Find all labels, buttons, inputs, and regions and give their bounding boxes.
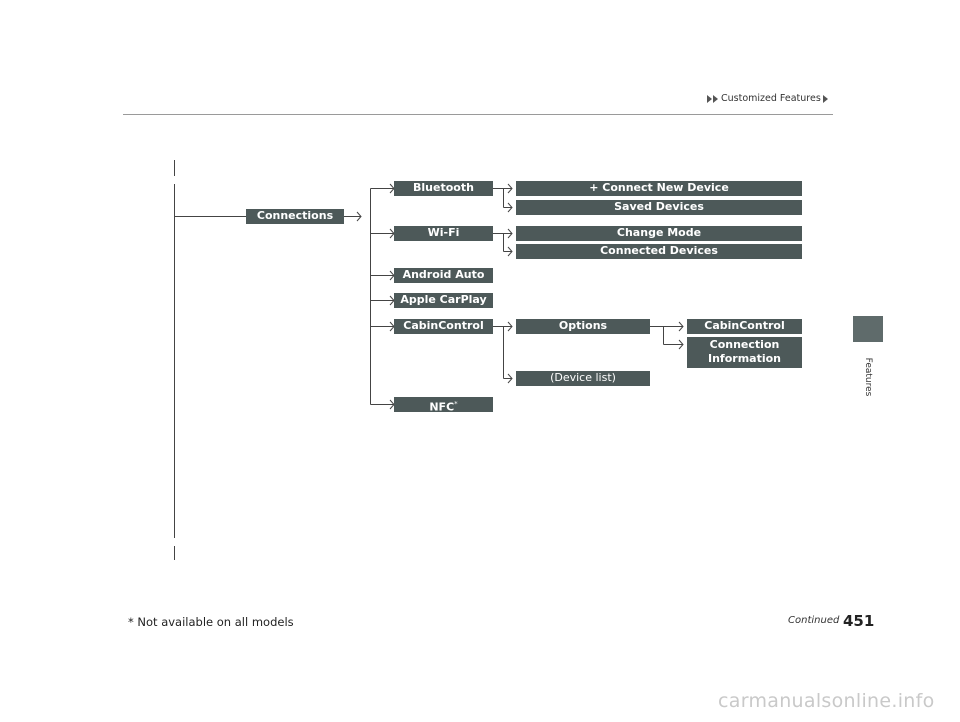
menu-node-change-mode: Change Mode	[516, 226, 802, 241]
menu-node-options: Options	[516, 319, 650, 334]
menu-node-wifi: Wi-Fi	[394, 226, 493, 241]
menu-node-apple-carplay: Apple CarPlay	[394, 293, 493, 308]
nfc-label: NFC	[429, 400, 455, 414]
menu-node-options-cabincontrol: CabinControl	[687, 319, 802, 334]
breadcrumb-label: Customized Features	[721, 93, 821, 104]
menu-node-nfc: NFC*	[394, 397, 493, 414]
section-tab-marker	[853, 316, 883, 342]
menu-node-connected-devices: Connected Devices	[516, 244, 802, 259]
header-divider	[123, 114, 833, 115]
connection-information-line1: Connection	[709, 338, 780, 351]
menu-node-connect-new-device: + Connect New Device	[516, 181, 802, 196]
breadcrumb-arrow-icon	[822, 94, 828, 103]
breadcrumb: Customized Features	[707, 93, 829, 104]
watermark: carmanualsonline.info	[718, 690, 935, 712]
menu-node-saved-devices: Saved Devices	[516, 200, 802, 215]
menu-node-connections: Connections	[246, 209, 344, 224]
menu-node-bluetooth: Bluetooth	[394, 181, 493, 196]
menu-node-device-list: (Device list)	[516, 371, 650, 386]
footnote: * Not available on all models	[128, 615, 294, 629]
breadcrumb-arrow-icon	[707, 94, 712, 103]
continued-label: Continued	[788, 615, 840, 626]
breadcrumb-arrow-icon	[713, 94, 718, 103]
connection-information-line2: Information	[708, 352, 781, 365]
page-number: 451	[843, 612, 875, 630]
nfc-footnote-mark: *	[454, 400, 458, 408]
menu-node-cabincontrol: CabinControl	[394, 319, 493, 334]
menu-node-android-auto: Android Auto	[394, 268, 493, 283]
menu-node-connection-information: Connection Information	[687, 337, 802, 368]
